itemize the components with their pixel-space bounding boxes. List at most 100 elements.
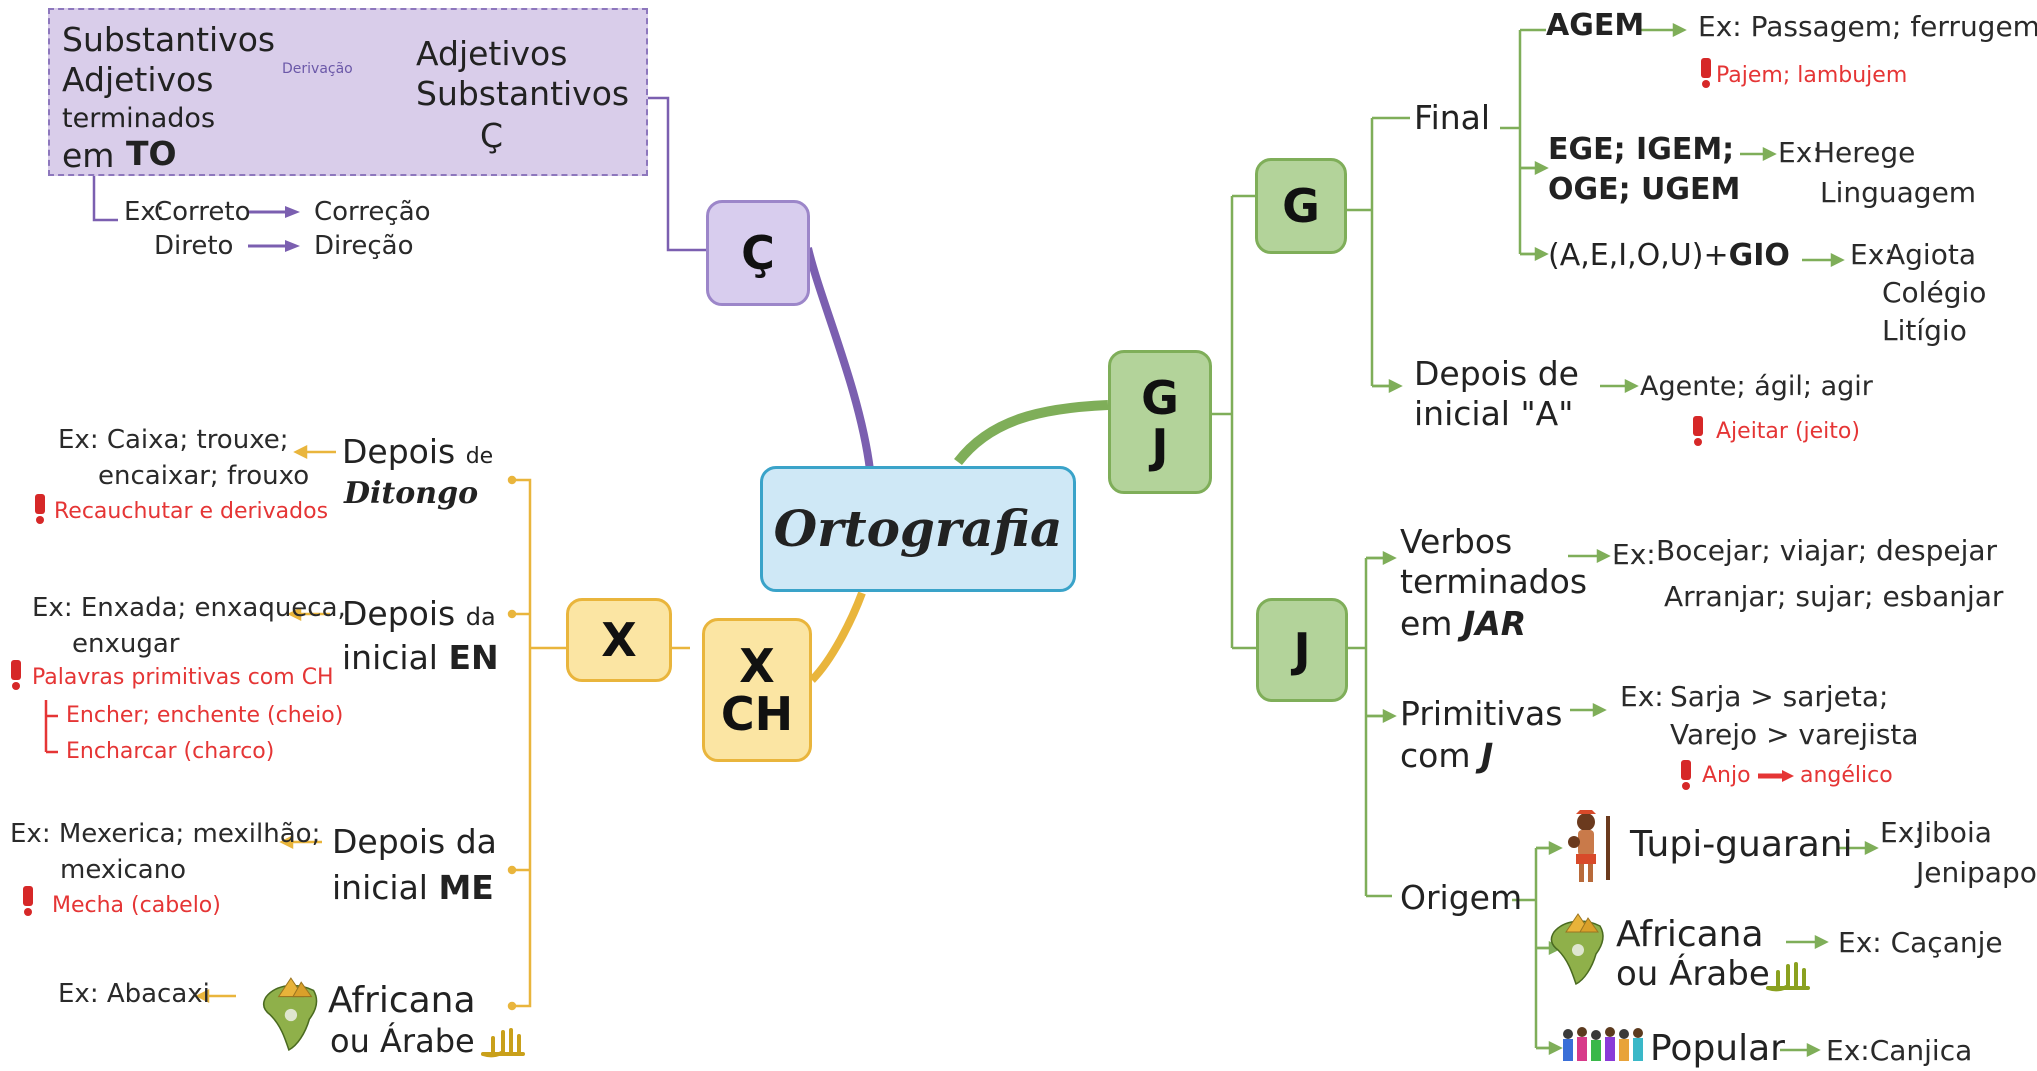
j-verbos-line2: terminados <box>1400 562 1588 601</box>
x-ditongo-ex1: Ex: Caixa; trouxe; <box>58 425 289 455</box>
j-tupi-ex2: Jenipapo <box>1916 856 2037 889</box>
j-origem-label: Origem <box>1400 878 1523 917</box>
arabic-calligraphy-icon <box>481 1028 525 1058</box>
arabic-calligraphy-icon <box>1766 962 1810 992</box>
j-primitivas-bold: J <box>1480 736 1494 775</box>
x-me-ex2: mexicano <box>60 855 187 885</box>
j-verbos-ex-prefix: Ex: <box>1612 538 1656 571</box>
j-verbos-line3: em <box>1400 604 1453 643</box>
j-primitivas-line1: Primitivas <box>1400 694 1563 733</box>
x-en-line1b: da <box>465 603 496 631</box>
j-africana-line1: Africana <box>1616 914 1764 955</box>
g-depois-line2: inicial "A" <box>1414 394 1574 433</box>
box-left-line1: Substantivos <box>62 20 276 59</box>
g-depois-line1: Depois de <box>1414 354 1579 393</box>
c-example-from-1: Correto <box>154 197 251 227</box>
center-node: Ortografia <box>760 466 1076 592</box>
exclamation-icon <box>35 494 45 524</box>
node-gj: G J <box>1108 350 1212 494</box>
g-agem-example: Ex: Passagem; ferrugem <box>1698 10 2037 43</box>
x-africana-example: Ex: Abacaxi <box>58 979 210 1009</box>
x-me-line2: inicial <box>332 868 428 907</box>
exclamation-icon <box>1681 760 1691 790</box>
derivation-box <box>48 8 648 176</box>
africa-map-icon <box>262 977 318 1051</box>
box-right-line1: Adjetivos <box>416 34 568 73</box>
g-agem-label: AGEM <box>1546 8 1645 43</box>
x-ditongo-line1b: de <box>465 444 494 469</box>
j-verbos-ex1: Bocejar; viajar; despejar <box>1656 534 1998 567</box>
j-primitivas-ex-prefix: Ex: <box>1620 680 1664 713</box>
box-left-line3: terminados <box>62 103 216 134</box>
x-en-ex1: Ex: Enxada; enxaqueca, <box>32 593 346 623</box>
j-verbos-bold: JAR <box>1462 604 1527 643</box>
j-primitivas-exc-from: Anjo <box>1702 763 1751 788</box>
j-primitivas-ex2: Varejo > varejista <box>1670 718 1919 751</box>
g-gio-bold: GIO <box>1728 238 1790 273</box>
x-en-exception: Palavras primitivas com CH <box>32 665 334 690</box>
box-left-line2: Adjetivos <box>62 60 214 99</box>
box-left-to: TO <box>126 134 177 173</box>
x-ditongo-line2: Ditongo <box>344 476 479 511</box>
g-ege-line2: OGE; UGEM <box>1548 172 1741 207</box>
g-gio-ex1: Agiota <box>1886 238 1976 271</box>
g-ege-line1: EGE; IGEM; <box>1548 132 1735 167</box>
j-popular-label: Popular <box>1650 1028 1785 1069</box>
crowd-icon <box>1563 1027 1643 1061</box>
j-primitivas-exc-to: angélico <box>1800 763 1893 788</box>
c-example-to-1: Correção <box>314 197 431 227</box>
exclamation-icon <box>23 886 33 916</box>
exclamation-icon <box>1701 58 1711 88</box>
box-left-line4: em <box>62 136 115 175</box>
x-me-exception: Mecha (cabelo) <box>52 893 221 918</box>
c-example-from-2: Direto <box>154 231 234 261</box>
j-primitivas-line2: com <box>1400 736 1471 775</box>
x-me-bold: ME <box>438 868 494 907</box>
node-x: X <box>566 598 672 682</box>
x-me-line1: Depois da <box>332 822 497 861</box>
derivation-label: Derivação <box>282 61 353 77</box>
g-final-label: Final <box>1414 98 1491 137</box>
j-africana-example: Ex: Caçanje <box>1838 926 2003 959</box>
g-gio-ex2: Colégio <box>1882 276 1987 309</box>
node-c-cedilha: Ç <box>706 200 810 306</box>
indigenous-people-icon <box>1568 810 1610 882</box>
j-verbos-ex2: Arranjar; sujar; esbanjar <box>1664 580 2004 613</box>
j-verbos-line1: Verbos <box>1400 522 1513 561</box>
g-ege-ex1: Herege <box>1814 136 1916 169</box>
g-ege-ex2: Linguagem <box>1820 176 1977 209</box>
c-example-prefix: Ex: <box>124 197 165 227</box>
j-tupi-ex-prefix: Ex: <box>1880 816 1924 849</box>
x-en-exc2: Encharcar (charco) <box>66 739 275 764</box>
x-en-bold: EN <box>448 638 499 677</box>
c-example-to-2: Direção <box>314 231 414 261</box>
exclamation-icon <box>1693 416 1703 446</box>
g-depois-example: Agente; ágil; agir <box>1640 371 1873 402</box>
node-j: J <box>1256 598 1348 702</box>
g-depois-exception: Ajeitar (jeito) <box>1716 419 1860 444</box>
x-ditongo-line1: Depois <box>342 432 456 471</box>
x-en-line2: inicial <box>342 638 438 677</box>
x-en-ex2: enxugar <box>72 629 180 659</box>
x-africana-line2: ou Árabe <box>330 1022 475 1060</box>
g-ege-ex-prefix: Ex: <box>1778 136 1822 169</box>
j-popular-example: Ex:Canjica <box>1826 1034 1973 1067</box>
g-agem-exception: Pajem; lambujem <box>1716 63 1908 88</box>
g-gio-ex-prefix: Ex: <box>1850 238 1894 271</box>
x-ditongo-exception: Recauchutar e derivados <box>54 499 329 524</box>
box-right-line3: Ç <box>480 116 504 155</box>
node-xch: X CH <box>702 618 812 762</box>
node-g: G <box>1255 158 1347 254</box>
x-me-ex1: Ex: Mexerica; mexilhão; <box>10 819 321 849</box>
exclamation-icon <box>11 660 21 690</box>
x-ditongo-ex2: encaixar; frouxo <box>98 461 310 491</box>
x-africana-line1: Africana <box>328 980 476 1021</box>
g-gio-label: (A,E,I,O,U)+ <box>1548 238 1729 273</box>
x-en-exc1: Encher; enchente (cheio) <box>66 703 344 728</box>
j-primitivas-ex1: Sarja > sarjeta; <box>1670 680 1889 713</box>
j-tupi-ex1: Jiboia <box>1916 816 1992 849</box>
g-gio-ex3: Litígio <box>1882 314 1967 347</box>
j-africana-line2: ou Árabe <box>1616 954 1770 994</box>
j-tupi-label: Tupi-guarani <box>1630 824 1853 865</box>
